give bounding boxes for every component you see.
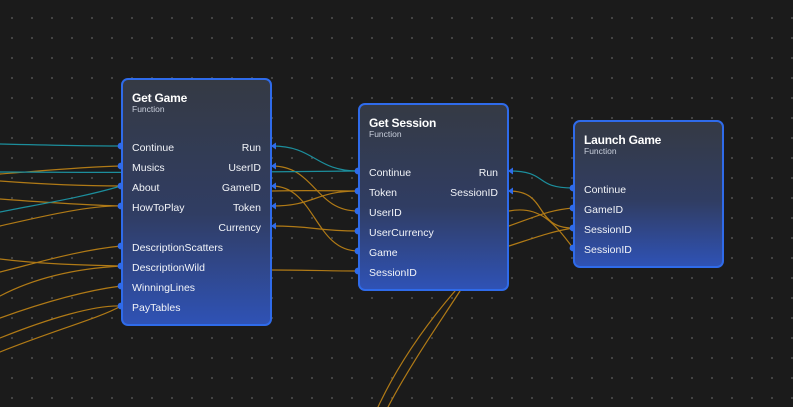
output-port[interactable] <box>271 142 276 150</box>
input-label-about: About <box>132 182 160 194</box>
wire-token-to-token[interactable] <box>271 190 359 207</box>
node-title: Launch Game <box>584 133 662 147</box>
input-label-continue: Continue <box>132 142 175 154</box>
wire-sessionid-to-sessionid[interactable] <box>508 190 574 229</box>
wire-exec-offscreen[interactable] <box>0 185 122 213</box>
wire-data-offscreen[interactable] <box>0 165 122 175</box>
node-subtitle: Function <box>584 146 617 156</box>
node-subtitle: Function <box>369 129 402 139</box>
input-label-continue: Continue <box>369 167 412 179</box>
output-label-userid: UserID <box>228 162 261 174</box>
wire-data-to-gameid[interactable] <box>508 207 574 227</box>
output-label-token: Token <box>232 202 261 214</box>
input-label-descriptionscatters: DescriptionScatters <box>132 242 224 254</box>
wire-currency-to-usercurrency[interactable] <box>271 225 359 232</box>
wire-data-offscreen[interactable] <box>0 265 122 297</box>
wire-data-offscreen[interactable] <box>0 180 122 187</box>
wire-data-offscreen[interactable] <box>0 245 122 273</box>
node-get-game[interactable]: Get Game Function Continue Musics About … <box>121 78 272 326</box>
output-port[interactable] <box>508 187 513 195</box>
output-port[interactable] <box>271 202 276 210</box>
wire-to-sessionid[interactable] <box>271 269 359 272</box>
input-label-game: Game <box>369 247 398 259</box>
wire-data-to-sessionid[interactable] <box>508 227 574 247</box>
wire-data-offscreen[interactable] <box>0 198 122 207</box>
wire-gameid-to-game[interactable] <box>271 185 359 252</box>
input-label-sessionid-2: SessionID <box>584 244 632 256</box>
input-label-continue: Continue <box>584 184 627 196</box>
node-title: Get Session <box>369 116 437 130</box>
input-label-sessionid: SessionID <box>369 267 417 279</box>
input-label-winninglines: WinningLines <box>132 282 196 294</box>
wire-data-offscreen-bottom[interactable] <box>387 290 461 407</box>
node-subtitle: Function <box>132 104 165 114</box>
node-launch-game[interactable]: Launch Game Function Continue GameID Ses… <box>573 120 724 268</box>
wire-exec-offscreen[interactable] <box>0 143 122 147</box>
wire-data-to-sessionid-2[interactable] <box>508 209 574 249</box>
wire-data-offscreen[interactable] <box>0 305 122 353</box>
input-label-musics: Musics <box>132 162 165 174</box>
wire-run-to-continue[interactable] <box>271 145 359 172</box>
wire-data-offscreen[interactable] <box>0 305 122 339</box>
input-label-howtoplay: HowToPlay <box>132 202 185 214</box>
wire-userid-to-userid[interactable] <box>271 165 359 212</box>
output-label-run: Run <box>241 142 261 154</box>
input-label-sessionid: SessionID <box>584 224 632 236</box>
output-label-sessionid: SessionID <box>450 187 498 199</box>
input-label-userid: UserID <box>369 207 402 219</box>
wire-data-offscreen[interactable] <box>0 285 122 319</box>
output-port[interactable] <box>508 167 513 175</box>
wire-data-offscreen-bottom[interactable] <box>377 290 456 407</box>
node-title: Get Game <box>132 91 188 105</box>
input-label-usercurrency: UserCurrency <box>369 227 434 239</box>
node-get-session[interactable]: Get Session Function Continue Token User… <box>358 103 509 291</box>
input-label-token: Token <box>369 187 398 199</box>
output-port[interactable] <box>271 222 276 230</box>
output-port[interactable] <box>271 182 276 190</box>
input-label-gameid: GameID <box>584 204 624 216</box>
wire-data-offscreen[interactable] <box>0 258 122 267</box>
output-label-currency: Currency <box>218 222 261 234</box>
wire-run-to-launch-continue[interactable] <box>508 170 574 189</box>
wire-data-offscreen[interactable] <box>0 205 122 227</box>
input-label-descriptionwild: DescriptionWild <box>132 262 205 274</box>
output-label-run: Run <box>478 167 498 179</box>
output-port[interactable] <box>271 162 276 170</box>
input-label-paytables: PayTables <box>132 302 181 314</box>
output-label-gameid: GameID <box>221 182 261 194</box>
